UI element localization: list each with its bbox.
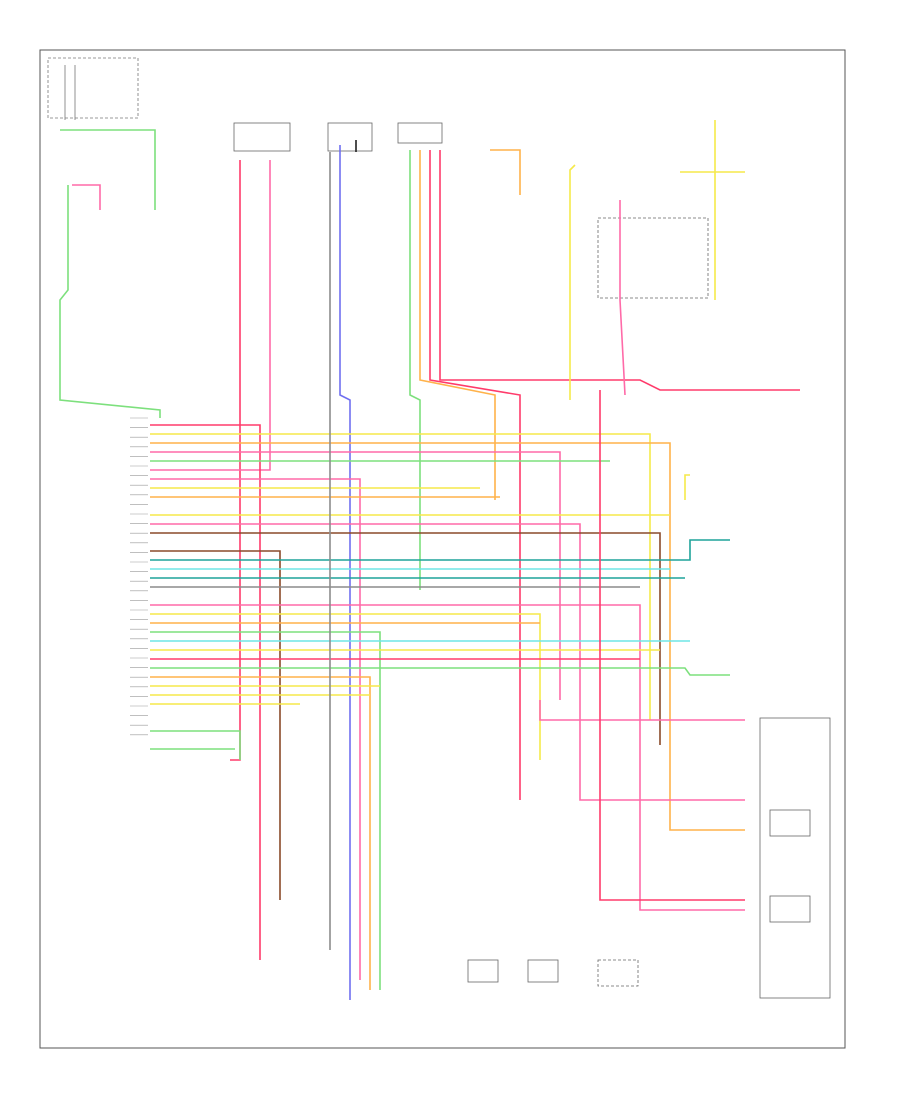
bottom-module-2: [769, 895, 811, 923]
wire-red: [439, 150, 800, 391]
wire-green: [409, 150, 421, 590]
sensor-box-2: [327, 122, 373, 152]
wire-blue: [339, 145, 351, 1000]
wire-yellow: [150, 433, 651, 720]
wire-green: [150, 730, 241, 760]
wire-pink: [150, 451, 561, 700]
bottom-sensor-2: [527, 959, 559, 983]
wire-pink: [539, 700, 745, 721]
wire-orange: [150, 676, 371, 990]
relay-box: [597, 217, 709, 299]
wire-orange: [419, 150, 496, 500]
bottom-components: [467, 809, 811, 987]
wire-pink: [72, 184, 101, 210]
wire-yellow: [150, 613, 541, 760]
sensor-box-3: [397, 122, 443, 144]
diagram-border: [39, 49, 846, 1049]
wire-yellow: [569, 164, 576, 400]
wire-pink: [150, 523, 745, 801]
wire-red: [429, 150, 521, 800]
wire-harness: [59, 120, 800, 1000]
wire-teal: [150, 539, 730, 561]
wire-pink: [150, 160, 271, 471]
wire-red: [150, 424, 261, 960]
wire-orange: [490, 149, 521, 195]
wire-yellow: [684, 474, 690, 500]
sensor-box-1: [233, 122, 291, 152]
pcm-connector-pins: [130, 417, 148, 736]
bottom-relay: [597, 959, 639, 987]
fuse-panel-block: [47, 57, 139, 120]
wire-brown: [150, 550, 281, 900]
top-components: [233, 122, 831, 999]
wire-green: [150, 667, 730, 676]
bottom-sensor-1: [467, 959, 499, 983]
wire-pink: [150, 478, 361, 980]
wire-green: [60, 129, 156, 210]
right-module-box: [759, 717, 831, 999]
wire-pink: [619, 200, 626, 396]
wire-orange: [150, 442, 745, 831]
wire-green: [150, 631, 381, 990]
bottom-module-1: [769, 809, 811, 837]
wire-red: [230, 160, 241, 761]
wire-brown: [150, 532, 661, 745]
wire-red: [599, 390, 745, 901]
wire-pink: [150, 604, 745, 911]
wire-green: [59, 185, 161, 418]
